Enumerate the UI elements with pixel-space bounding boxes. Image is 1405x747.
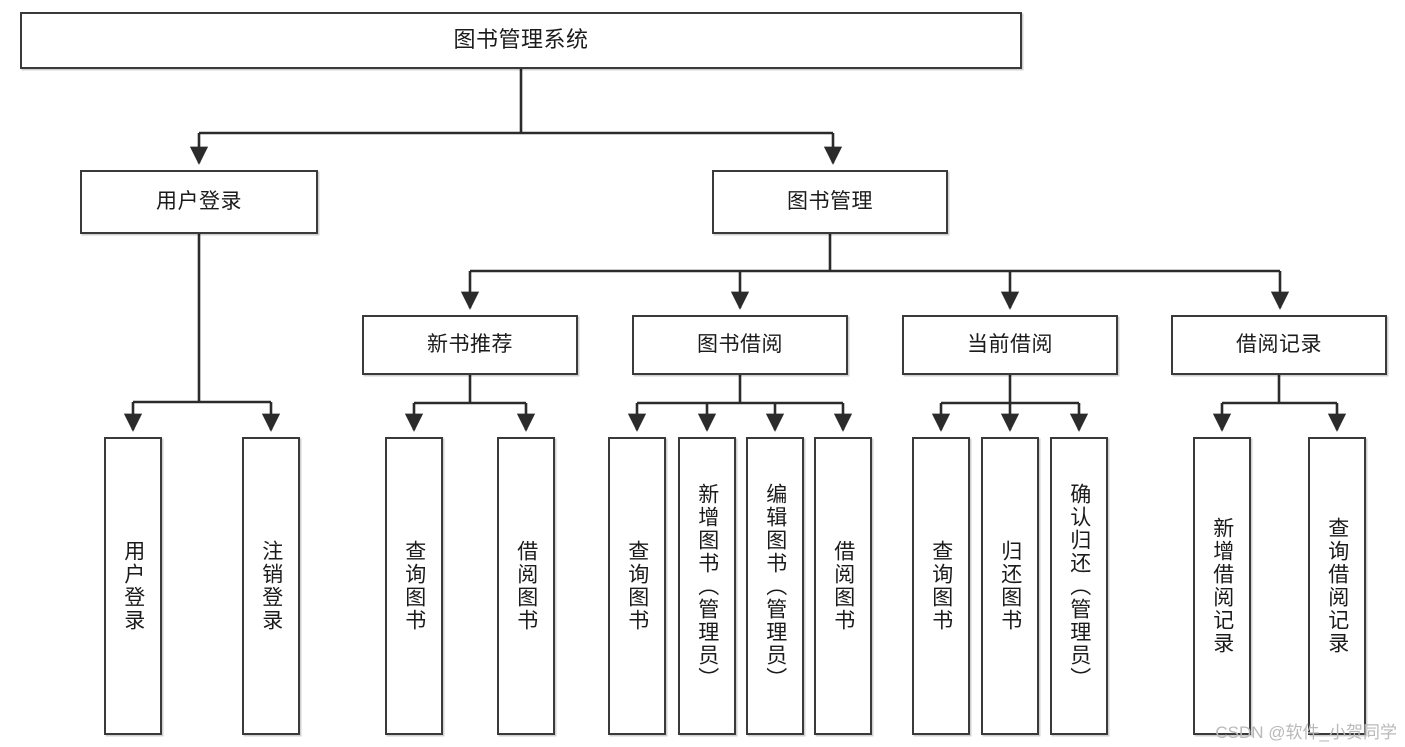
node-book-management[interactable]: 图书管理 [712,170,948,234]
node-borrow-record[interactable]: 借阅记录 [1171,315,1387,375]
leaf-book-borrow-edit-label: 编辑图书（管理员） [763,482,787,690]
node-user-login[interactable]: 用户登录 [80,170,318,234]
leaf-book-borrow-add[interactable]: 新增图书（管理员） [678,437,736,735]
leaf-new-book-borrow[interactable]: 借阅图书 [497,437,555,735]
node-root-label: 图书管理系统 [453,27,589,53]
leaf-user-login-logout[interactable]: 注销登录 [242,437,300,735]
leaf-borrow-record-add[interactable]: 新增借阅记录 [1193,437,1251,735]
node-book-borrow-label: 图书借阅 [697,333,783,357]
leaf-user-login-login[interactable]: 用户登录 [104,437,162,735]
leaf-borrow-record-query-label: 查询借阅记录 [1325,517,1349,655]
leaf-book-borrow-query-label: 查询图书 [625,540,649,632]
leaf-book-borrow-query[interactable]: 查询图书 [608,437,666,735]
leaf-current-borrow-return[interactable]: 归还图书 [981,437,1039,735]
leaf-new-book-query[interactable]: 查询图书 [385,437,443,735]
node-new-book-recommend[interactable]: 新书推荐 [362,315,578,375]
leaf-user-login-logout-label: 注销登录 [259,540,283,632]
leaf-current-borrow-query[interactable]: 查询图书 [912,437,970,735]
leaf-current-borrow-confirm[interactable]: 确认归还（管理员） [1050,437,1108,735]
node-book-management-label: 图书管理 [787,190,873,214]
leaf-book-borrow-borrow[interactable]: 借阅图书 [814,437,872,735]
leaf-current-borrow-confirm-label: 确认归还（管理员） [1067,482,1091,690]
leaf-new-book-borrow-label: 借阅图书 [514,540,538,632]
node-user-login-label: 用户登录 [156,190,242,214]
node-book-borrow[interactable]: 图书借阅 [632,315,848,375]
node-current-borrow[interactable]: 当前借阅 [902,315,1118,375]
csdn-watermark: CSDN @软件_小贺同学 [1215,723,1397,742]
leaf-user-login-login-label: 用户登录 [121,540,145,632]
leaf-borrow-record-add-label: 新增借阅记录 [1210,517,1234,655]
leaf-book-borrow-add-label: 新增图书（管理员） [695,482,719,690]
node-borrow-record-label: 借阅记录 [1236,333,1322,357]
leaf-book-borrow-borrow-label: 借阅图书 [831,540,855,632]
leaf-book-borrow-edit[interactable]: 编辑图书（管理员） [746,437,804,735]
node-new-book-recommend-label: 新书推荐 [427,333,513,357]
node-root[interactable]: 图书管理系统 [20,12,1022,69]
leaf-new-book-query-label: 查询图书 [402,540,426,632]
node-current-borrow-label: 当前借阅 [967,333,1053,357]
leaf-current-borrow-return-label: 归还图书 [998,540,1022,632]
leaf-borrow-record-query[interactable]: 查询借阅记录 [1308,437,1366,735]
leaf-current-borrow-query-label: 查询图书 [929,540,953,632]
